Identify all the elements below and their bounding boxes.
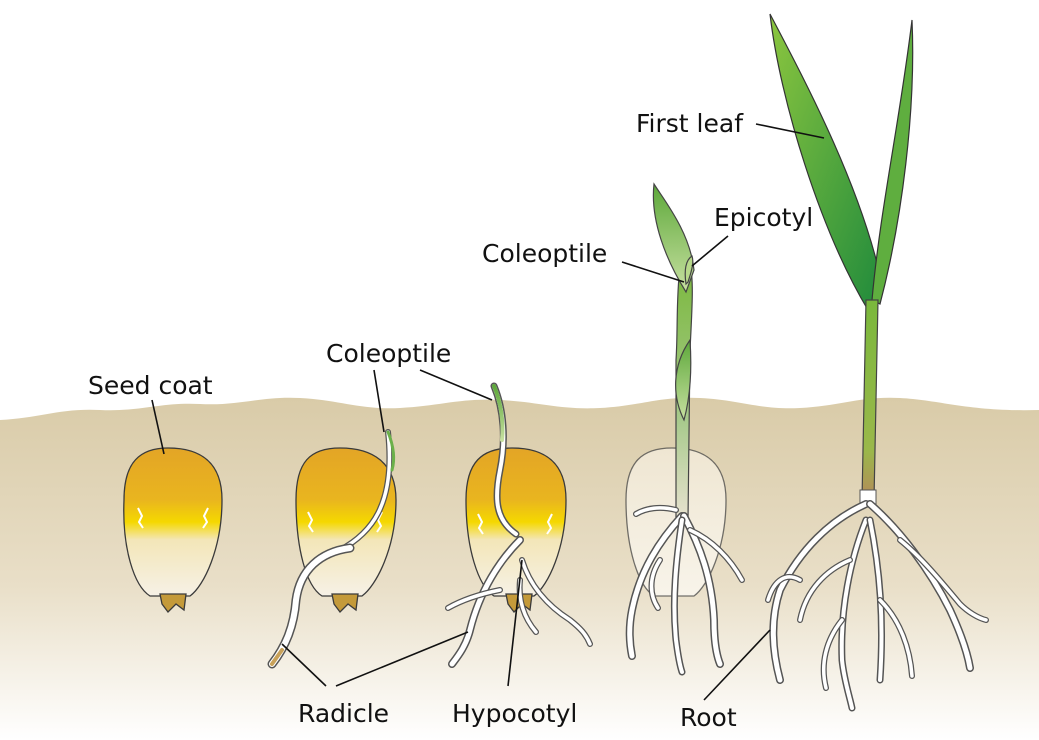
label-seed-coat: Seed coat [88, 371, 213, 400]
label-radicle: Radicle [298, 699, 389, 728]
label-first-leaf: First leaf [636, 109, 744, 138]
label-hypocotyl: Hypocotyl [452, 699, 577, 728]
label-root: Root [680, 703, 737, 732]
label-coleoptile-stage2: Coleoptile [326, 339, 451, 368]
label-epicotyl: Epicotyl [714, 203, 813, 232]
label-coleoptile-stage4: Coleoptile [482, 239, 607, 268]
